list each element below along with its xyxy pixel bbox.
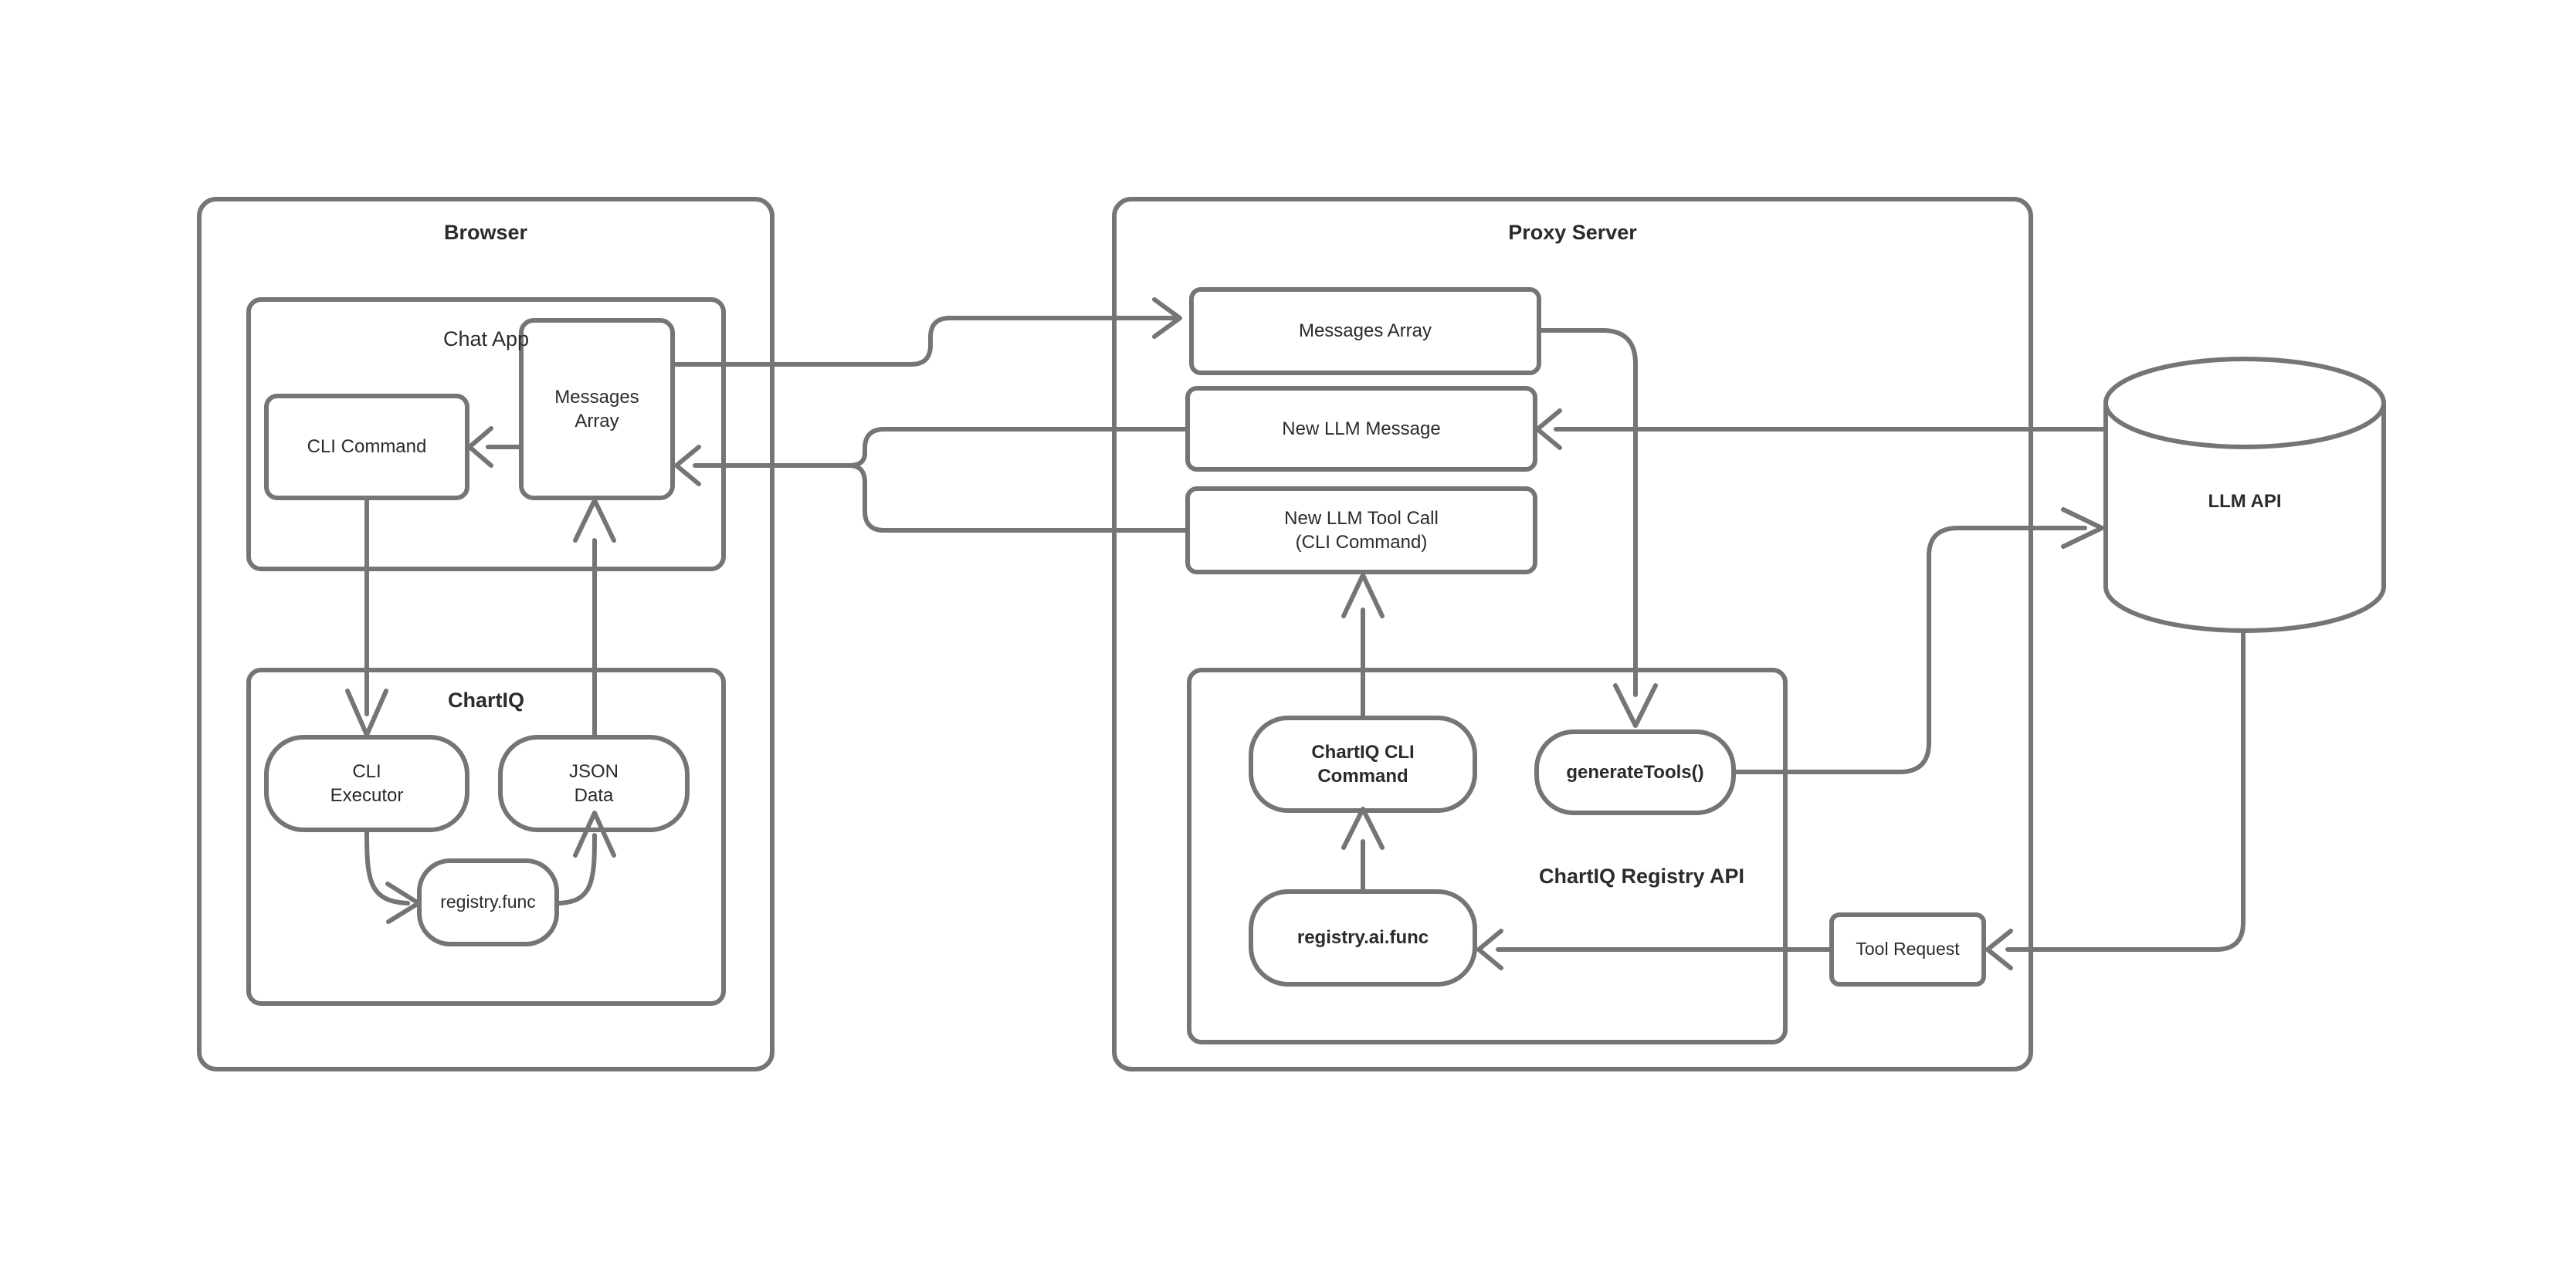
connector-llm-api-to-tool-request bbox=[2005, 628, 2246, 952]
chartiq-cli-command-node[interactable] bbox=[1251, 718, 1475, 811]
cli-command-node[interactable] bbox=[266, 396, 467, 498]
llm-api-cylinder-shape[interactable] bbox=[2103, 357, 2386, 633]
registry-func-node[interactable] bbox=[419, 861, 557, 944]
tool-request-node[interactable] bbox=[1832, 915, 1984, 984]
generate-tools-node[interactable] bbox=[1537, 732, 1734, 813]
connector-browser-msgs-to-proxy-msgs bbox=[670, 316, 1176, 367]
connector-cli-executor-to-registry-func bbox=[364, 830, 410, 905]
json-data-node[interactable] bbox=[500, 737, 687, 830]
arrowhead-tool-request bbox=[1985, 929, 2013, 970]
browser-container-shape bbox=[197, 197, 774, 1071]
proxy-messages-array-node[interactable] bbox=[1191, 289, 1539, 373]
arrowhead-json-data bbox=[573, 811, 616, 858]
arrowhead-browser-msgs-from-json bbox=[573, 498, 616, 543]
arrowhead-new-llm-message bbox=[1535, 408, 1562, 450]
registry-ai-func-node[interactable] bbox=[1251, 892, 1475, 984]
arrowhead-proxy-new-llm-tool-call bbox=[1341, 573, 1385, 618]
arrowhead-registry-func bbox=[385, 882, 421, 924]
chat-app-group-shape bbox=[246, 297, 726, 571]
connector-generate-tools-to-llm-api bbox=[1731, 526, 2087, 774]
json-data-node-shape[interactable] bbox=[498, 735, 690, 832]
browser-messages-array-node-shape[interactable] bbox=[519, 318, 675, 500]
browser-messages-array-node[interactable] bbox=[521, 320, 673, 498]
connector-proxy-msgs-to-generate-tools bbox=[1537, 328, 1638, 697]
proxy-server-container-shape bbox=[1112, 197, 2033, 1071]
cli-executor-node[interactable] bbox=[266, 737, 467, 830]
connector-proxy-new-llm-message-to-browser bbox=[847, 427, 1190, 468]
connector-proxy-tool-call-to-browser bbox=[847, 463, 1190, 533]
arrowhead-registry-ai-func bbox=[1476, 929, 1503, 970]
proxy-new-llm-message-node[interactable] bbox=[1188, 388, 1535, 469]
chartiq-group-shape bbox=[246, 668, 726, 1006]
arrowhead-chartiq-cli-command bbox=[1341, 807, 1385, 850]
arrowhead-cli-executor bbox=[345, 689, 388, 737]
arrowhead-browser-messages-array bbox=[674, 445, 701, 486]
arrowhead-llm-api-from-generate-tools bbox=[2061, 507, 2104, 549]
proxy-new-llm-tool-call-node[interactable] bbox=[1188, 489, 1535, 572]
llm-api-node[interactable] bbox=[2106, 359, 2384, 631]
registry-api-group-shape bbox=[1187, 668, 1788, 1044]
connector-registry-func-to-json-data bbox=[557, 833, 597, 905]
arrowhead-cli-command bbox=[467, 426, 493, 468]
arrowhead-generate-tools bbox=[1613, 683, 1658, 728]
arrowhead-proxy-messages-array bbox=[1152, 297, 1182, 339]
